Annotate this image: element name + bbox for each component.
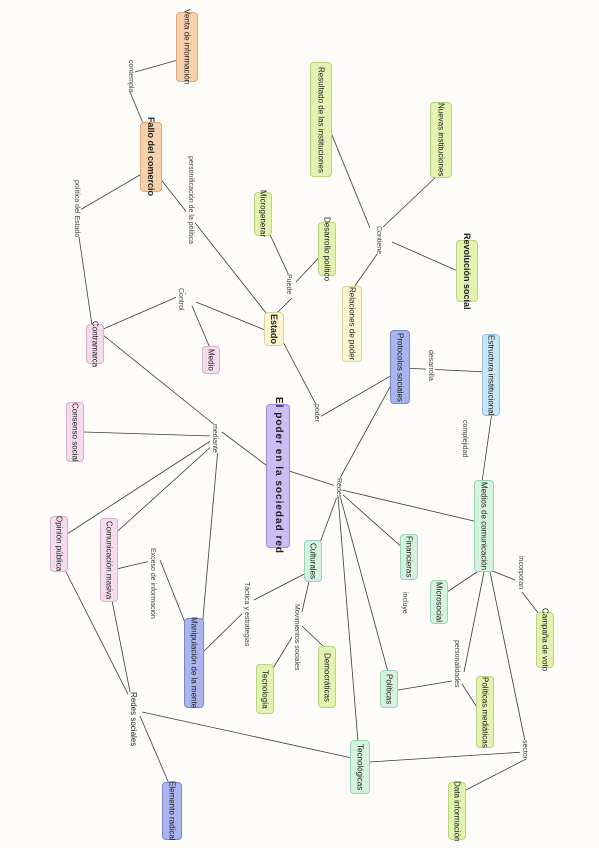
edge — [337, 495, 359, 743]
edge — [463, 571, 485, 673]
edge — [317, 493, 339, 549]
node-relaciones[interactable]: Relaciones de poder — [342, 286, 362, 362]
label-control: Control — [176, 288, 185, 311]
node-resultado[interactable]: Resultado de las instituciones — [310, 62, 332, 177]
node-venta[interactable]: Venta de información — [176, 9, 198, 85]
node-democraticas[interactable]: Democráticas — [318, 646, 336, 708]
node-manipulacion[interactable]: Manipulación de la mente — [184, 617, 204, 709]
label-complejidad: complejidad — [460, 420, 469, 458]
edge — [339, 495, 389, 673]
node-medios[interactable]: Medios de comunicación — [474, 480, 494, 572]
node-microgenerar[interactable]: Microgenerar — [254, 190, 272, 238]
node-campana[interactable]: Campaña de voto — [536, 608, 554, 672]
edge — [79, 171, 146, 211]
edge — [154, 171, 271, 319]
edge — [199, 609, 247, 656]
edge — [339, 375, 397, 479]
label-tactica: Táctica y estrategias — [242, 582, 251, 647]
node-contramarca[interactable]: Contramarca — [86, 321, 104, 367]
edge — [481, 411, 493, 483]
node-fallo[interactable]: Fallo del comercio — [140, 117, 162, 197]
edge — [141, 711, 353, 759]
edge — [195, 301, 266, 331]
label-desarrolla: desarrolla — [426, 350, 435, 381]
node-politicasmed[interactable]: Políticas mediáticas — [476, 676, 494, 748]
label-politica-estado: política del Estado — [72, 180, 81, 238]
node-culturales[interactable]: Culturales — [304, 540, 322, 582]
node-desarrollo[interactable]: Desarrollo político — [318, 217, 336, 281]
label-incluye: incluye — [400, 592, 409, 614]
label-personalidades: personalidades — [452, 640, 461, 688]
node-protocolos[interactable]: Protocolos sociales — [390, 330, 410, 404]
node-tecnologia[interactable]: Tecnología — [256, 664, 274, 714]
label-poder: poder — [312, 404, 321, 422]
edge — [351, 249, 381, 291]
node-estructura[interactable]: Estructura institucional — [482, 334, 500, 416]
node-medio[interactable]: Medio — [202, 346, 220, 374]
node-politicas[interactable]: Políticas — [380, 670, 398, 708]
node-redes[interactable]: Redes sociales — [128, 692, 139, 747]
node-opinion[interactable]: Opinión pública — [50, 516, 68, 572]
node-tecnologicas[interactable]: Tecnológicas — [350, 740, 370, 794]
edge — [391, 241, 461, 273]
edge — [109, 443, 215, 539]
node-consenso[interactable]: Consenso social — [66, 402, 84, 462]
edge — [63, 567, 133, 703]
edge — [381, 174, 439, 229]
edge — [489, 571, 527, 747]
edge — [281, 339, 319, 409]
node-revolucion[interactable]: Revolución social — [456, 233, 478, 309]
edge — [401, 367, 489, 373]
edge — [191, 305, 211, 349]
label-exceso: Exceso de información — [148, 548, 157, 619]
label-contiene: Contiene — [374, 226, 383, 255]
edge — [369, 751, 525, 763]
edge — [265, 225, 293, 283]
label-puede: Puede — [284, 274, 293, 295]
edge — [341, 493, 406, 551]
label-movimientos: Movimientos sociales — [292, 604, 301, 671]
node-microsocial[interactable]: Microsocial — [430, 580, 448, 624]
node-datainfo[interactable]: Data información — [448, 781, 466, 841]
edge — [489, 569, 516, 581]
label-politica-poder: personificación de la política — [186, 156, 195, 244]
edge — [341, 489, 479, 523]
edge — [301, 625, 326, 649]
edge — [397, 679, 459, 691]
node-financieras[interactable]: Financieras — [400, 534, 418, 580]
edge — [63, 439, 213, 537]
edge — [111, 559, 156, 571]
label-incorporan: incorporan — [516, 556, 525, 590]
edge — [139, 715, 171, 787]
node-elemento[interactable]: Elemento radical — [162, 781, 182, 841]
node-comunicacion[interactable]: Comunicación masiva — [100, 518, 118, 602]
edge — [102, 334, 217, 427]
edge — [317, 373, 395, 419]
edge — [221, 431, 271, 469]
edge — [461, 757, 529, 793]
edge — [100, 292, 187, 331]
label-mediante: mediante — [210, 424, 219, 453]
edge — [324, 117, 371, 229]
edge — [285, 469, 337, 487]
label-contempla: contempla — [126, 60, 135, 93]
edge — [199, 447, 219, 653]
edge — [77, 229, 93, 326]
node-central[interactable]: El poder en la sociedad red — [266, 397, 290, 555]
node-estado[interactable]: Estado — [264, 312, 284, 346]
label-redes: Redes — [334, 478, 343, 499]
label-sector: sector — [520, 740, 529, 760]
edge — [83, 431, 213, 437]
node-nuevas[interactable]: Nuevas instituciones — [430, 102, 452, 178]
